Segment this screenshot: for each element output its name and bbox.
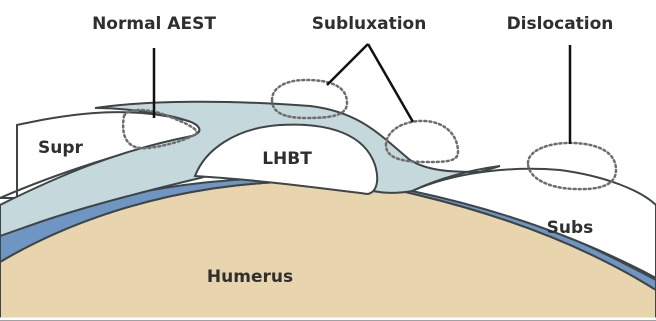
subluxation-pointer-right: [368, 44, 413, 122]
subluxation-label: Subluxation: [312, 14, 427, 34]
lhbt-label: LHBT: [262, 149, 312, 169]
subluxation-pointer-left: [327, 44, 368, 85]
subscapularis-label: Subs: [547, 218, 594, 238]
humerus-label: Humerus: [207, 267, 293, 287]
supraspinatus-label: Supr: [38, 138, 84, 158]
dislocation-label: Dislocation: [507, 14, 614, 34]
normal-aest-label: Normal AEST: [92, 14, 216, 34]
